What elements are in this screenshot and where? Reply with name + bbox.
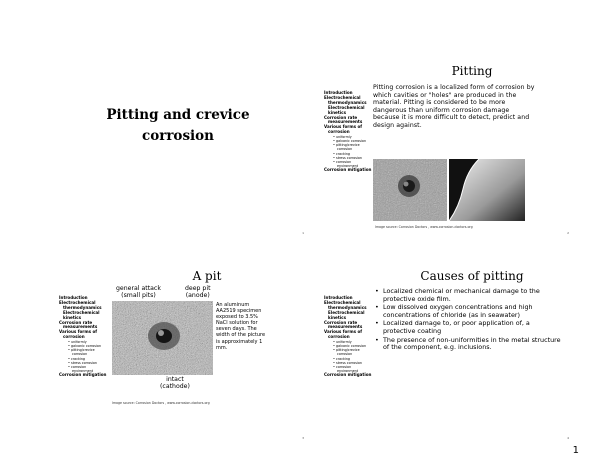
image-source: Image source: Corrosion Doctors , www.co… <box>112 401 210 405</box>
list-item: The presence of non-uniformities in the … <box>375 336 561 352</box>
pit-cross-section <box>449 159 525 221</box>
nav-item: Electrochemical <box>324 299 361 305</box>
nav-subitem: environment <box>72 368 93 373</box>
nav-subitem: pitting/crevice <box>59 348 115 352</box>
nav-item: corrosion <box>328 334 350 340</box>
nav-item: Various forms of <box>324 124 363 130</box>
nav-item: measurements <box>63 324 98 330</box>
nav-item: thermodynamics <box>63 304 102 310</box>
nav-item: Various forms of <box>324 329 363 335</box>
slide-title: Causes of pitting <box>420 269 524 283</box>
slide-number: 4 <box>567 436 569 440</box>
nav-item: kinetics <box>328 109 347 115</box>
nav-subitem: corrosion <box>59 365 115 369</box>
nav-subitem: corrosion <box>337 352 353 357</box>
list-item: Localized chemical or mechanical damage … <box>375 287 561 303</box>
nav-subitem: uniformly <box>59 340 115 344</box>
nav-item: Corrosion rate <box>324 319 358 325</box>
nav-item: Corrosion rate <box>59 319 93 325</box>
pitting-definition: Pitting corrosion is a localized form of… <box>373 84 535 129</box>
nav-item: Corrosion mitigation <box>324 371 372 377</box>
nav-subitem: pitting/crevice <box>324 348 380 352</box>
nav-outline: Introduction Electrochemical thermodynam… <box>59 295 115 378</box>
slide-number: 1 <box>302 231 304 235</box>
nav-subitem: cracking <box>324 357 380 361</box>
nav-item: thermodynamics <box>328 304 367 310</box>
slide-3: A pit Introduction Electrochemical therm… <box>46 246 310 444</box>
nav-item: kinetics <box>328 314 347 320</box>
nav-subitem: uniformly <box>324 340 380 344</box>
nav-item: Introduction <box>324 90 353 95</box>
nav-item: Introduction <box>59 295 88 300</box>
nav-item: Corrosion mitigation <box>324 166 372 172</box>
slide-title: Pitting <box>451 64 493 78</box>
specimen-description: An aluminum AA2519 specimen exposed to 3… <box>216 302 266 351</box>
pit-photo <box>373 159 447 221</box>
nav-item: Corrosion mitigation <box>59 371 107 377</box>
cover-title-line2: corrosion <box>141 128 214 144</box>
list-item: Low dissolved oxygen concentrations and … <box>375 303 561 319</box>
cover-title: Pitting and crevice corrosion <box>46 105 310 147</box>
nav-subitem: galvanic corrosion <box>324 139 380 143</box>
nav-subitem: environment <box>337 163 358 168</box>
nav-subitem: uniformly <box>324 135 380 139</box>
page-number: 1 <box>572 445 579 456</box>
nav-subitem: stress corrosion <box>59 361 115 365</box>
nav-subitem: stress corrosion <box>324 156 380 160</box>
list-item: Localized damage to, or poor application… <box>375 320 561 335</box>
nav-item: Electrochemical <box>328 309 365 315</box>
pit-micrograph <box>112 301 213 375</box>
nav-subitem: corrosion <box>324 160 380 164</box>
label-deep-pit: deep pit (anode) <box>185 285 211 299</box>
nav-subitem: galvanic corrosion <box>59 344 115 348</box>
nav-item: Electrochemical <box>328 104 365 110</box>
slide-1: Pitting and crevice corrosion 1 <box>46 41 310 239</box>
slide-number: 3 <box>302 436 304 440</box>
nav-item: Various forms of <box>59 329 98 335</box>
nav-item: Electrochemical <box>63 309 100 315</box>
nav-subitem: stress corrosion <box>324 361 380 365</box>
nav-subitem: corrosion <box>337 147 353 152</box>
nav-item: measurements <box>328 324 363 330</box>
nav-item: corrosion <box>63 334 85 340</box>
nav-item: Electrochemical <box>59 299 96 305</box>
nav-subitem: corrosion <box>72 352 88 357</box>
nav-subitem: cracking <box>324 152 380 156</box>
nav-subitem: galvanic corrosion <box>324 344 380 348</box>
slide-number: 2 <box>567 231 569 235</box>
slide-title: A pit <box>192 269 222 283</box>
nav-subitem: pitting/crevice <box>324 143 380 147</box>
nav-subitem: environment <box>337 368 358 373</box>
nav-item: corrosion <box>328 129 350 135</box>
causes-list: Localized chemical or mechanical damage … <box>375 287 561 353</box>
cover-title-line1: Pitting and crevice <box>106 107 250 123</box>
nav-item: thermodynamics <box>328 99 367 105</box>
nav-outline: Introduction Electrochemical thermodynam… <box>324 295 380 378</box>
nav-item: kinetics <box>63 314 82 320</box>
nav-subitem: corrosion <box>324 365 380 369</box>
image-source: Image source: Corrosion Doctors , www.co… <box>375 225 473 229</box>
nav-item: measurements <box>328 119 363 125</box>
nav-subitem: cracking <box>59 357 115 361</box>
slide-4: Causes of pitting Introduction Electroch… <box>311 246 575 444</box>
nav-outline: Introduction Electrochemical thermodynam… <box>324 90 380 173</box>
label-intact: intact (cathode) <box>160 376 190 390</box>
nav-item: Introduction <box>324 295 353 300</box>
label-general-attack: general attack (small pits) <box>116 285 161 299</box>
slide-2: Pitting Introduction Electrochemical the… <box>311 41 575 239</box>
nav-item: Electrochemical <box>324 94 361 100</box>
nav-item: Corrosion rate <box>324 114 358 120</box>
